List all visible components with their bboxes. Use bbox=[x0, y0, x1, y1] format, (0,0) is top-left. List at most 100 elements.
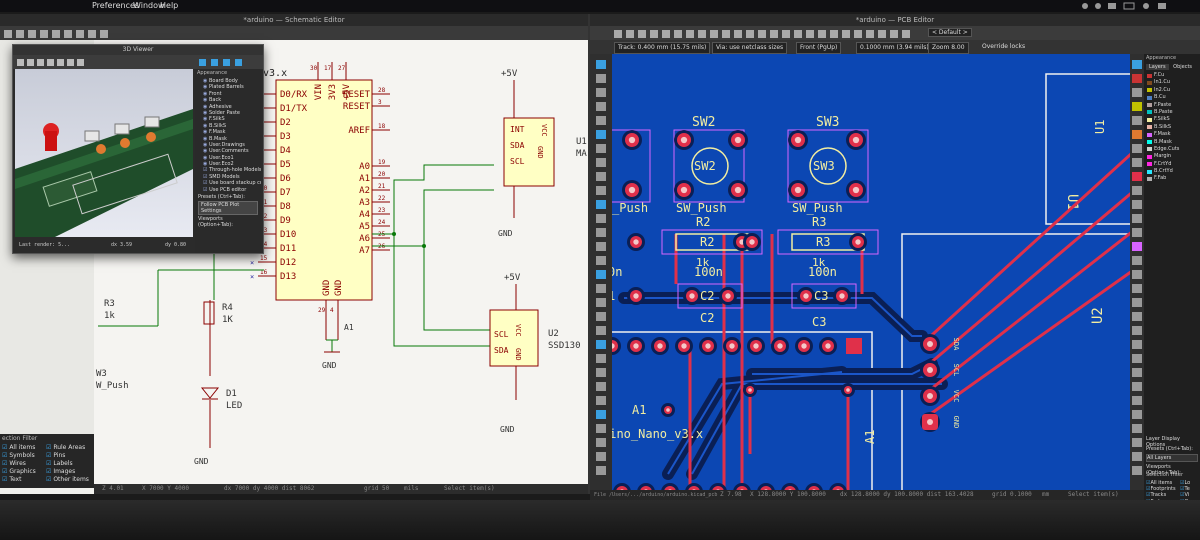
eye-icon[interactable]: ◉ bbox=[203, 141, 208, 148]
eye-icon[interactable]: ◉ bbox=[203, 97, 208, 104]
menu-window[interactable]: Window bbox=[133, 1, 165, 10]
pcb-left-tool-icon[interactable] bbox=[596, 158, 606, 167]
3d-option-item[interactable]: ☑ SMD Models bbox=[195, 174, 261, 180]
layer-color-swatch[interactable] bbox=[1147, 132, 1152, 137]
pcb-right-tool-icon[interactable] bbox=[1132, 200, 1142, 209]
pcb-layer-item[interactable]: F.Fab bbox=[1144, 175, 1200, 182]
pcb-left-tool-icon[interactable] bbox=[596, 60, 606, 69]
pcb-left-tool-icon[interactable] bbox=[596, 74, 606, 83]
3d-layer-item[interactable]: ◉ Solder Paste bbox=[195, 110, 261, 116]
checkbox-icon[interactable]: ☑ bbox=[203, 186, 208, 193]
pcb-layer-item[interactable]: F.CrtYd bbox=[1144, 161, 1200, 168]
3d-layer-item[interactable]: ◉ Back bbox=[195, 97, 261, 103]
pcb-layer-item[interactable]: F.Paste bbox=[1144, 102, 1200, 109]
pcb-left-tool-icons[interactable] bbox=[590, 54, 612, 494]
pcb-layer-item[interactable]: B.SilkS bbox=[1144, 124, 1200, 131]
pcb-left-tool-icon[interactable] bbox=[596, 438, 606, 447]
pcb-selection-filter-option[interactable]: ☑Lo bbox=[1180, 480, 1190, 486]
pcb-left-tool-icon[interactable] bbox=[596, 186, 606, 195]
eye-icon[interactable]: ◉ bbox=[203, 109, 208, 116]
menu-help[interactable]: Help bbox=[160, 1, 179, 10]
d1-symbol[interactable] bbox=[200, 387, 220, 399]
pcb-layer-item[interactable]: B.Cu bbox=[1144, 94, 1200, 101]
pcb-right-tool-icon[interactable] bbox=[1132, 256, 1142, 265]
selection-filter-option[interactable]: ☑ Wires bbox=[2, 460, 26, 467]
pcb-right-tool-icon[interactable] bbox=[1132, 312, 1142, 321]
pcb-right-tool-icons[interactable] bbox=[1130, 54, 1144, 494]
layer-color-swatch[interactable] bbox=[1147, 88, 1152, 93]
pcb-drawing[interactable]: U2 U1 U1 bbox=[612, 54, 1142, 494]
eye-icon[interactable]: ◉ bbox=[203, 116, 208, 123]
3d-option-item[interactable]: ☑ Use PCB editor bbox=[195, 187, 261, 193]
active-layer-select[interactable]: Front (PgUp) bbox=[796, 42, 842, 54]
checkbox-icon[interactable]: ☑ bbox=[2, 460, 8, 467]
tab-objects[interactable]: Objects bbox=[1173, 64, 1193, 70]
checkbox-icon[interactable]: ☑ bbox=[203, 180, 208, 187]
pcb-selection-filter-option[interactable]: ☑Vi bbox=[1180, 492, 1189, 498]
pcb-left-tool-icon[interactable] bbox=[596, 298, 606, 307]
pcb-right-tool-icon[interactable] bbox=[1132, 74, 1142, 83]
pcb-left-tool-icon[interactable] bbox=[596, 396, 606, 405]
eye-icon[interactable]: ◉ bbox=[203, 154, 208, 161]
layer-color-swatch[interactable] bbox=[1147, 147, 1152, 152]
pcb-left-tool-icon[interactable] bbox=[596, 102, 606, 111]
pcb-right-tool-icon[interactable] bbox=[1132, 270, 1142, 279]
checkbox-icon[interactable]: ☑ bbox=[2, 444, 8, 451]
3d-option-item[interactable]: ☑ Use board stackup colors bbox=[195, 180, 261, 186]
menu-preferences[interactable]: Preferences bbox=[92, 1, 140, 10]
u2-symbol[interactable] bbox=[489, 309, 539, 367]
pcb-left-tool-icon[interactable] bbox=[596, 340, 606, 349]
pcb-left-tool-icon[interactable] bbox=[596, 214, 606, 223]
layer-color-swatch[interactable] bbox=[1147, 117, 1152, 122]
pcb-pad[interactable] bbox=[612, 340, 618, 352]
layer-color-swatch[interactable] bbox=[1147, 95, 1152, 100]
pcb-left-tool-icon[interactable] bbox=[596, 312, 606, 321]
selection-filter-option[interactable]: ☑ Graphics bbox=[2, 468, 36, 475]
checkbox-icon[interactable]: ☑ bbox=[2, 476, 8, 483]
selection-filter-option[interactable]: ☑ All items bbox=[2, 444, 35, 451]
pcb-right-tool-icon[interactable] bbox=[1132, 452, 1142, 461]
layer-color-swatch[interactable] bbox=[1147, 110, 1152, 115]
layer-color-swatch[interactable] bbox=[1147, 176, 1152, 181]
pcb-selection-filter-option[interactable]: ☑Tracks bbox=[1146, 492, 1166, 498]
pcb-right-tool-icon[interactable] bbox=[1132, 88, 1142, 97]
pcb-left-tool-icon[interactable] bbox=[596, 144, 606, 153]
checkbox-icon[interactable]: ☑ bbox=[46, 460, 52, 467]
layer-color-swatch[interactable] bbox=[1147, 140, 1152, 145]
3d-layer-item[interactable]: ◉ Front bbox=[195, 91, 261, 97]
grid-select[interactable]: 0.1000 mm (3.94 mils) bbox=[856, 42, 933, 54]
eye-icon[interactable]: ◉ bbox=[203, 84, 208, 91]
pcb-right-tool-icon[interactable] bbox=[1132, 284, 1142, 293]
checkbox-icon[interactable]: ☑ bbox=[203, 173, 208, 180]
3d-layer-item[interactable]: ◉ Board Body bbox=[195, 78, 261, 84]
pcb-right-tool-icon[interactable] bbox=[1132, 214, 1142, 223]
pcb-layer-item[interactable]: In1.Cu bbox=[1144, 79, 1200, 86]
pcb-right-tool-icon[interactable] bbox=[1132, 60, 1142, 69]
pcb-left-tool-icon[interactable] bbox=[596, 326, 606, 335]
pcb-right-tool-icon[interactable] bbox=[1132, 424, 1142, 433]
pcb-left-tool-icon[interactable] bbox=[596, 466, 606, 475]
checkbox-icon[interactable]: ☑ bbox=[1146, 480, 1151, 486]
arduino-nano-symbol[interactable] bbox=[275, 79, 373, 301]
pcb-left-tool-icon[interactable] bbox=[596, 130, 606, 139]
via-size-select[interactable]: Via: use netclass sizes bbox=[712, 42, 788, 54]
selection-filter-option[interactable]: ☑ Labels bbox=[46, 460, 73, 467]
zoom-select[interactable]: Zoom 8.00 bbox=[928, 42, 969, 54]
checkbox-icon[interactable]: ☑ bbox=[1146, 492, 1151, 499]
3d-presets-select[interactable]: Follow PCB Plot Settings bbox=[198, 201, 258, 216]
pcb-left-tool-icon[interactable] bbox=[596, 88, 606, 97]
pcb-right-tool-icon[interactable] bbox=[1132, 382, 1142, 391]
pcb-right-tool-icon[interactable] bbox=[1132, 172, 1142, 181]
layer-color-swatch[interactable] bbox=[1147, 162, 1152, 167]
3d-layer-item[interactable]: ◉ User.Eco1 bbox=[195, 155, 261, 161]
layer-display-options[interactable]: Layer Display Options bbox=[1146, 436, 1180, 448]
3d-viewer-window[interactable]: 3D Viewer Appearance bbox=[12, 44, 264, 254]
selection-filter-option[interactable]: ☑ Pins bbox=[46, 452, 65, 459]
layer-color-swatch[interactable] bbox=[1147, 154, 1152, 159]
3d-toolbar-icons[interactable] bbox=[13, 56, 263, 70]
u1-symbol[interactable] bbox=[503, 117, 555, 187]
override-locks-checkbox[interactable]: Override locks bbox=[982, 43, 1026, 50]
checkbox-icon[interactable]: ☑ bbox=[2, 468, 8, 475]
pcb-left-tool-icon[interactable] bbox=[596, 368, 606, 377]
pcb-selection-filter-option[interactable]: ☑All items bbox=[1146, 480, 1172, 486]
